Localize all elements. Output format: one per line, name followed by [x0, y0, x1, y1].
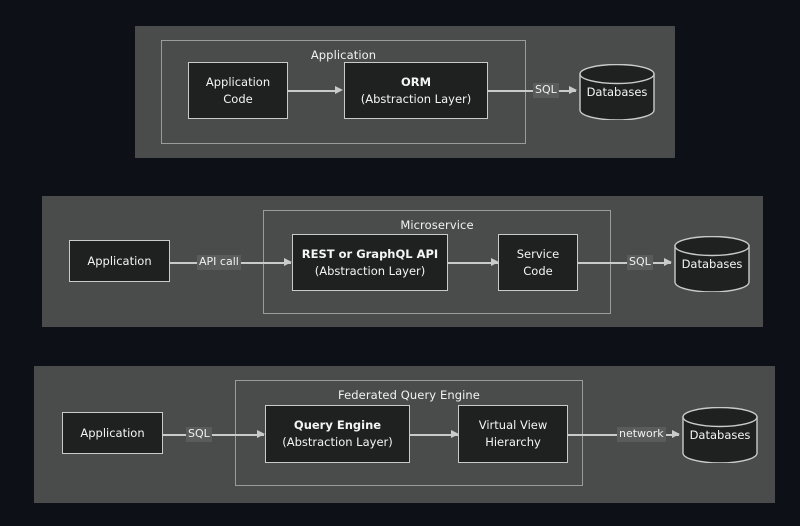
node-line-1: Application — [205, 74, 271, 89]
arrowhead-appcode-to-orm — [335, 86, 343, 94]
datastore-databases: Databases — [681, 407, 759, 463]
edge-label-sql: SQL — [627, 255, 653, 270]
node-application-code: Application Code — [188, 62, 288, 119]
node-application: Application — [62, 412, 163, 454]
group-box-application: Application — [161, 40, 526, 144]
arrowhead-application-to-query-engine — [257, 430, 265, 438]
diagram-panel-federated-query-engine: Federated Query Engine Application SQL Q… — [34, 366, 775, 503]
arrowhead-virtual-view-to-db — [672, 430, 680, 438]
edge-label-sql: SQL — [186, 427, 212, 442]
connector-service-to-db — [578, 262, 671, 264]
node-line-2: (Abstraction Layer) — [360, 91, 472, 106]
node-line-1: Application — [87, 253, 152, 268]
arrowhead-application-to-api — [284, 258, 292, 266]
diagram-panel-orm: Application Application Code ORM (Abstra… — [135, 26, 675, 158]
node-line-1: REST or GraphQL API — [301, 246, 439, 261]
node-line-2: (Abstraction Layer) — [282, 435, 393, 449]
arrowhead-service-to-db — [664, 258, 672, 266]
arrowhead-api-to-service — [491, 258, 499, 266]
node-line-2: Code — [223, 91, 253, 106]
node-line-1: Query Engine — [293, 418, 382, 433]
diagram-panel-microservice: Microservice Application API call REST o… — [42, 196, 763, 327]
node-line-1: Service — [516, 246, 560, 261]
group-title-microservice: Microservice — [400, 218, 474, 232]
datastore-databases: Databases — [578, 64, 656, 120]
node-rest-graphql-api: REST or GraphQL API (Abstraction Layer) — [292, 234, 448, 291]
arrowhead-query-engine-to-virtual-view — [451, 430, 459, 438]
edge-label-api-call: API call — [197, 255, 241, 270]
node-line-1: Application — [80, 425, 145, 440]
group-title-application: Application — [310, 48, 377, 62]
connector-api-to-service — [448, 262, 498, 264]
node-line-2: Hierarchy — [485, 435, 541, 449]
node-application: Application — [69, 240, 170, 282]
connector-query-engine-to-virtual-view — [410, 434, 458, 436]
edge-label-network: network — [617, 427, 666, 442]
connector-appcode-to-orm — [288, 90, 338, 92]
node-line-2: Code — [523, 263, 553, 278]
connector-application-to-query-engine — [163, 434, 264, 436]
database-cylinder-icon — [674, 236, 750, 292]
group-title-federated-query-engine: Federated Query Engine — [338, 388, 480, 402]
node-virtual-view-hierarchy: Virtual View Hierarchy — [458, 405, 568, 463]
node-query-engine: Query Engine (Abstraction Layer) — [265, 405, 410, 463]
node-line-2: (Abstraction Layer) — [314, 263, 426, 278]
arrowhead-orm-to-db — [569, 86, 577, 94]
node-orm: ORM (Abstraction Layer) — [344, 62, 488, 119]
database-cylinder-icon — [682, 407, 758, 463]
node-line-1: Virtual View — [478, 418, 548, 433]
group-box-federated-query-engine: Federated Query Engine — [235, 380, 583, 486]
database-cylinder-icon — [579, 64, 655, 120]
node-service-code: Service Code — [498, 234, 578, 291]
connector-orm-to-db — [488, 90, 576, 92]
datastore-databases: Databases — [673, 236, 751, 292]
node-line-1: ORM — [400, 74, 432, 89]
edge-label-sql: SQL — [533, 83, 559, 98]
